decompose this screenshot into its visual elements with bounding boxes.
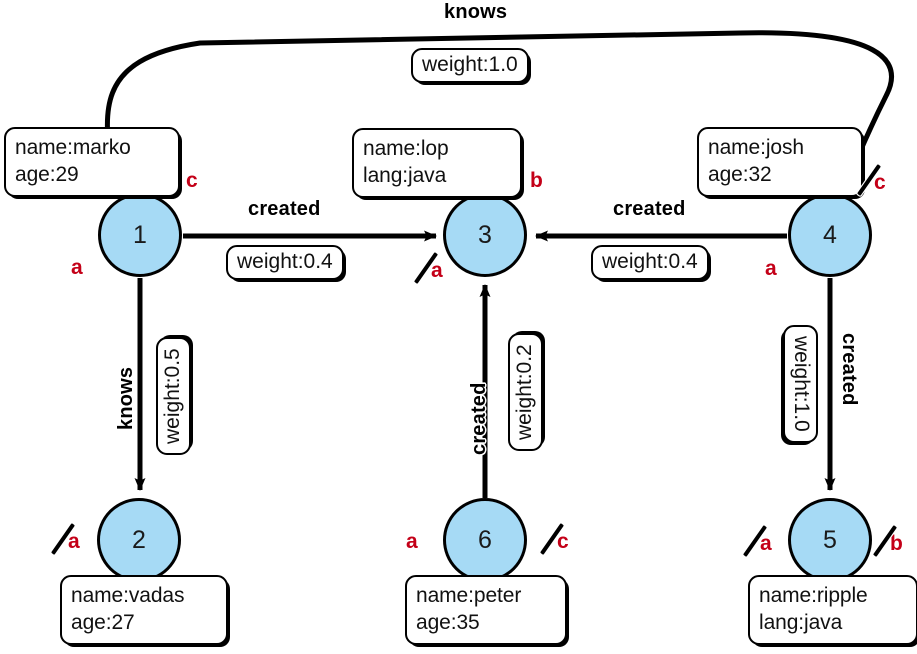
property-box-vertex-6: name:peter age:35 bbox=[405, 575, 567, 645]
property-line: name:josh bbox=[708, 136, 804, 159]
annotation-vertex-1-a: a bbox=[71, 257, 83, 278]
edge-weight-created-4-5: weight:1.0 bbox=[782, 325, 818, 443]
annotation-vertex-1-c: c bbox=[186, 170, 198, 191]
edge-weight-created-4-3: weight:0.4 bbox=[591, 245, 709, 281]
edge-label-created-4-5: created bbox=[838, 333, 860, 406]
annotation-glyph: b bbox=[890, 532, 903, 555]
property-box-vertex-5: name:ripple lang:java bbox=[748, 575, 917, 645]
annotation-glyph: c bbox=[874, 171, 886, 194]
vertex-label: 4 bbox=[823, 220, 837, 249]
property-box-vertex-1: name:marko age:29 bbox=[4, 127, 180, 197]
annotation-vertex-6-a: a bbox=[406, 531, 418, 552]
edge-label-knows-1-2: knows bbox=[115, 366, 137, 430]
annotation-glyph: a bbox=[760, 532, 772, 555]
property-box-vertex-4: name:josh age:32 bbox=[697, 127, 863, 197]
vertex-5[interactable]: 5 bbox=[788, 498, 872, 582]
vertex-1[interactable]: 1 bbox=[98, 193, 182, 277]
edge-label-knows-1-4: knows bbox=[444, 1, 508, 23]
annotation-glyph: a bbox=[406, 530, 418, 553]
annotation-glyph: c bbox=[557, 530, 569, 553]
annotation-vertex-3-a: a bbox=[431, 260, 443, 281]
edge-label-created-6-3: created bbox=[468, 382, 490, 455]
vertex-label: 6 bbox=[478, 525, 492, 554]
annotation-glyph: b bbox=[530, 169, 543, 192]
annotation-glyph: a bbox=[71, 256, 83, 279]
property-line: name:ripple bbox=[759, 584, 868, 607]
annotation-vertex-6-c: c bbox=[557, 531, 569, 552]
vertex-label: 1 bbox=[133, 220, 147, 249]
vertex-2[interactable]: 2 bbox=[97, 498, 181, 582]
edge-label-created-4-3: created bbox=[613, 198, 686, 220]
property-line: age:27 bbox=[71, 611, 135, 635]
edge-1-knows-4 bbox=[104, 30, 895, 199]
edge-weight-knows-1-2: weight:0.5 bbox=[156, 337, 192, 455]
property-line: lang:java bbox=[363, 164, 447, 188]
property-box-vertex-3: name:lop lang:java bbox=[352, 128, 522, 198]
annotation-vertex-5-b: b bbox=[890, 533, 903, 554]
vertex-6[interactable]: 6 bbox=[443, 498, 527, 582]
property-line: age:35 bbox=[416, 611, 480, 635]
property-line: name:vadas bbox=[71, 584, 185, 607]
property-line: age:29 bbox=[15, 163, 79, 187]
edge-weight-created-1-3: weight:0.4 bbox=[226, 245, 344, 281]
vertex-label: 3 bbox=[478, 220, 492, 249]
annotation-vertex-5-a: a bbox=[760, 533, 772, 554]
property-line: name:peter bbox=[416, 584, 522, 607]
property-line: name:marko bbox=[15, 136, 131, 159]
vertex-label: 5 bbox=[823, 525, 837, 554]
edge-weight-knows-1-4: weight:1.0 bbox=[411, 48, 529, 84]
edge-weight-created-6-3: weight:0.2 bbox=[508, 333, 544, 451]
annotation-glyph: a bbox=[431, 259, 443, 282]
vertex-4[interactable]: 4 bbox=[788, 193, 872, 277]
annotation-vertex-4-c: c bbox=[874, 172, 886, 193]
annotation-glyph: c bbox=[186, 169, 198, 192]
vertex-label: 2 bbox=[132, 525, 146, 554]
edge-label-created-1-3: created bbox=[248, 198, 321, 220]
annotation-vertex-3-b: b bbox=[530, 170, 543, 191]
property-line: name:lop bbox=[363, 137, 449, 160]
property-line: lang:java bbox=[759, 611, 843, 635]
property-box-vertex-2: name:vadas age:27 bbox=[60, 575, 228, 645]
annotation-vertex-2-a: a bbox=[68, 531, 80, 552]
vertex-3[interactable]: 3 bbox=[443, 193, 527, 277]
annotation-vertex-4-a: a bbox=[765, 258, 777, 279]
property-line: age:32 bbox=[708, 163, 772, 187]
annotation-glyph: a bbox=[765, 257, 777, 280]
annotation-glyph: a bbox=[68, 530, 80, 553]
